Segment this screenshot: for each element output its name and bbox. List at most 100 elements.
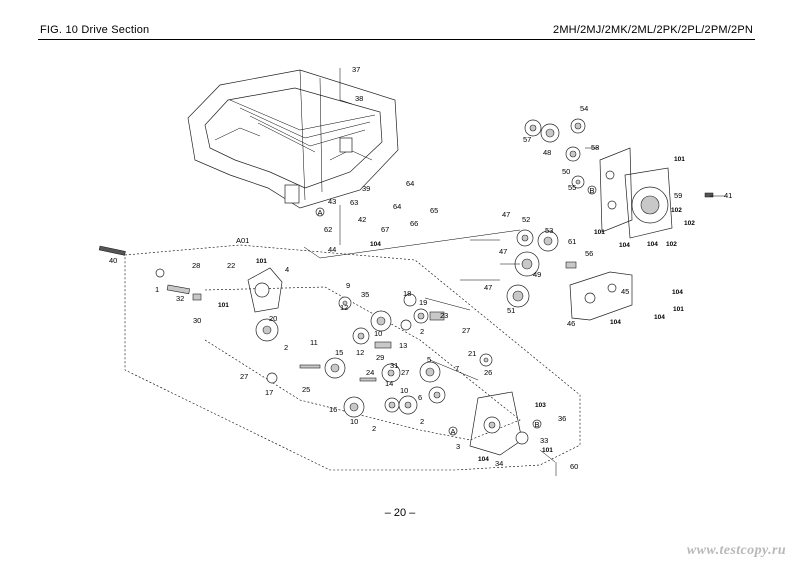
part-callout: 19 — [419, 298, 427, 307]
part-callout: 16 — [329, 405, 337, 414]
part-callout: 104 — [672, 289, 683, 296]
leader-lines — [303, 68, 725, 476]
part-callout: 25 — [302, 385, 310, 394]
part-callout: 41 — [724, 191, 732, 200]
part-callout: 102 — [666, 241, 677, 248]
assembly-label: A01 — [236, 236, 249, 245]
part-callouts: 37 38 54 57 48 58 50 55 101 41 59 102 10… — [109, 65, 732, 471]
part-callout: 60 — [570, 462, 578, 471]
part-callout: 62 — [324, 225, 332, 234]
part-callout: 104 — [647, 241, 658, 248]
reference-markers: A B A B — [315, 185, 597, 436]
part-callout: 21 — [468, 349, 476, 358]
figure-title: FIG. 10 Drive Section — [40, 24, 150, 36]
part-callout: 39 — [362, 184, 370, 193]
part-callout: 45 — [621, 287, 629, 296]
model-list: 2MH/2MJ/2MK/2ML/2PK/2PL/2PM/2PN — [553, 24, 753, 36]
part-callout: 18 — [403, 289, 411, 298]
part-callout: 102 — [684, 220, 695, 227]
part-callout: 10 — [400, 386, 408, 395]
part-callout: 47 — [484, 283, 492, 292]
part-callout: 104 — [478, 456, 489, 463]
watermark: www.testcopy.ru — [686, 543, 786, 558]
part-callout: 27 — [401, 368, 409, 377]
part-callout: 64 — [406, 179, 414, 188]
part-callout: 52 — [522, 215, 530, 224]
part-callout: 30 — [193, 316, 201, 325]
part-callout: 23 — [440, 311, 448, 320]
part-callout: 104 — [619, 242, 630, 249]
part-callout: 2 — [420, 327, 424, 336]
reference-marker: B — [590, 186, 595, 195]
part-callout: 27 — [462, 326, 470, 335]
part-callout: 10 — [374, 329, 382, 338]
part-callout: 59 — [674, 191, 682, 200]
part-callout: 1 — [155, 285, 159, 294]
part-callout: 36 — [558, 414, 566, 423]
part-callout: 48 — [543, 148, 551, 157]
gearbox-parts — [98, 245, 529, 456]
part-callout: 17 — [265, 388, 273, 397]
part-callout: 7 — [455, 364, 459, 373]
part-callout: 2 — [284, 343, 288, 352]
right-side-plate — [599, 147, 714, 239]
part-callout: 58 — [591, 143, 599, 152]
part-callout: 3 — [456, 442, 460, 451]
part-callout: 101 — [218, 302, 229, 309]
part-callout: 104 — [610, 319, 621, 326]
part-callout: 24 — [366, 368, 374, 377]
part-callout: 61 — [568, 237, 576, 246]
part-callout: 47 — [502, 210, 510, 219]
part-callout: 42 — [358, 215, 366, 224]
part-callout: 26 — [484, 368, 492, 377]
reference-marker: A — [451, 427, 456, 436]
part-callout: 104 — [654, 314, 665, 321]
bottom-right-bracket — [569, 271, 633, 321]
part-callout: 20 — [269, 314, 277, 323]
part-callout: 103 — [535, 402, 546, 409]
part-callout: 53 — [545, 226, 553, 235]
part-callout: 2 — [372, 424, 376, 433]
part-callout: 27 — [240, 372, 248, 381]
part-callout: 104 — [370, 241, 381, 248]
part-callout: 34 — [495, 459, 503, 468]
part-callout: 49 — [533, 270, 541, 279]
part-callout: 12 — [340, 303, 348, 312]
main-frame-assembly — [187, 69, 399, 209]
part-callout: 31 — [390, 361, 398, 370]
part-callout: 101 — [674, 156, 685, 163]
header-rule — [38, 39, 755, 40]
part-callout: 47 — [499, 247, 507, 256]
part-callout: 44 — [328, 245, 336, 254]
part-callout: 66 — [410, 219, 418, 228]
part-callout: 28 — [192, 261, 200, 270]
part-callout: 37 — [352, 65, 360, 74]
part-callout: 6 — [418, 393, 422, 402]
part-callout: 51 — [507, 306, 515, 315]
part-callout: 55 — [568, 183, 576, 192]
part-callout: 57 — [523, 135, 531, 144]
part-callout: 10 — [350, 417, 358, 426]
part-callout: 64 — [393, 202, 401, 211]
part-callout: 29 — [376, 353, 384, 362]
part-callout: 38 — [355, 94, 363, 103]
part-callout: 12 — [356, 348, 364, 357]
part-callout: 14 — [385, 379, 393, 388]
part-callout: 9 — [346, 281, 350, 290]
part-callout: 32 — [176, 294, 184, 303]
part-callout: 13 — [399, 341, 407, 350]
part-callout: 46 — [567, 319, 575, 328]
part-callout: 102 — [671, 207, 682, 214]
part-callout: 4 — [285, 265, 289, 274]
reference-marker: A — [318, 208, 323, 217]
part-callout: 50 — [562, 167, 570, 176]
part-callout: 33 — [540, 436, 548, 445]
part-callout: 22 — [227, 261, 235, 270]
part-callout: 43 — [328, 197, 336, 206]
gearbox-assembly-boundary — [124, 244, 581, 471]
part-callout: 63 — [350, 198, 358, 207]
part-callout: 56 — [585, 249, 593, 258]
part-callout: 2 — [420, 417, 424, 426]
part-callout: 35 — [361, 290, 369, 299]
